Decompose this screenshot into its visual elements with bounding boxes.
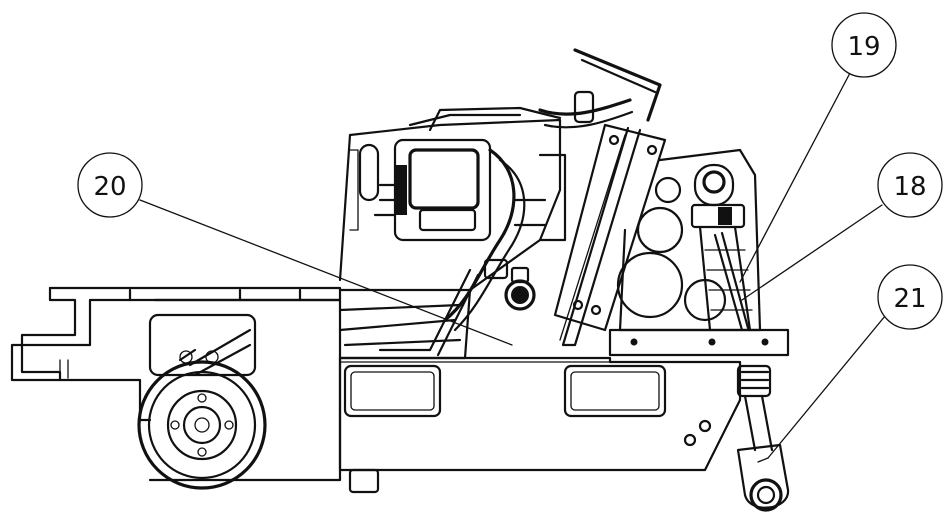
callout-label-21: 21 xyxy=(893,284,926,314)
leader-line-18 xyxy=(741,204,883,301)
base-cutout-left xyxy=(343,364,442,418)
right-bracket xyxy=(608,148,790,357)
callout-label-20: 20 xyxy=(93,172,126,202)
base-foot xyxy=(348,468,380,494)
callout-balloon-21: 21 xyxy=(877,264,943,330)
leader-line-19 xyxy=(739,72,851,283)
callout-label-18: 18 xyxy=(893,172,926,202)
left-platform-frame xyxy=(10,286,342,482)
link-arm xyxy=(736,364,790,512)
wheel xyxy=(137,313,267,490)
slanted-mast xyxy=(553,48,667,347)
main-base-body xyxy=(338,356,742,494)
hydraulic-hoses xyxy=(378,90,634,357)
base-cutout-right xyxy=(563,364,667,418)
leader-line-20 xyxy=(139,199,513,346)
hydraulic-cylinder xyxy=(690,163,753,332)
callout-balloon-20: 20 xyxy=(77,152,143,218)
central-housing xyxy=(338,106,562,360)
callout-label-19: 19 xyxy=(847,32,880,62)
callout-balloon-19: 19 xyxy=(831,12,897,78)
leader-lines xyxy=(139,72,891,459)
base-rail xyxy=(608,328,790,357)
leader-line-21 xyxy=(767,309,891,459)
callout-balloon-18: 18 xyxy=(877,152,943,218)
